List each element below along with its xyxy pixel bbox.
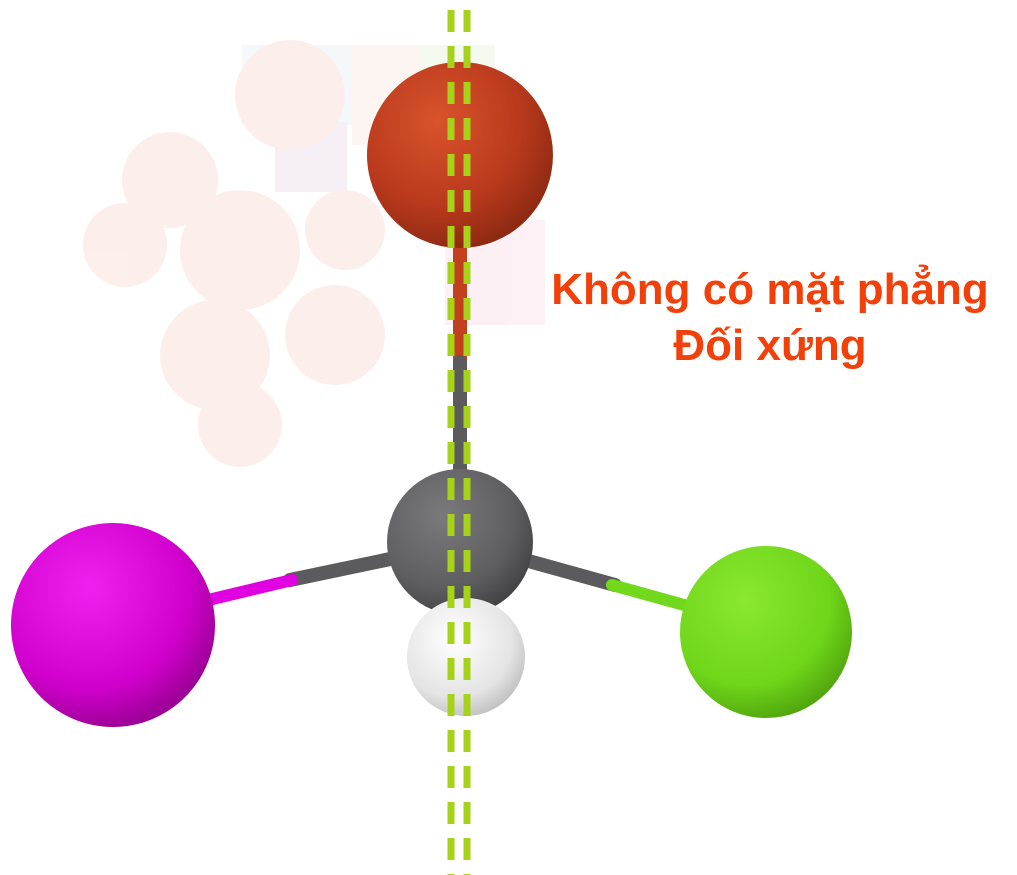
watermark-blob	[180, 190, 300, 310]
watermark-blob	[122, 132, 218, 228]
symmetry-plane	[447, 10, 471, 875]
bonds	[194, 233, 701, 614]
watermark-blob	[83, 203, 167, 287]
bond-left-magenta	[194, 574, 298, 608]
front-atom-white	[407, 598, 525, 716]
right-atom-green	[680, 546, 852, 718]
atoms	[11, 62, 852, 727]
bond-left-gray	[283, 551, 402, 587]
bond-right-gray	[518, 553, 622, 592]
watermark-blob	[235, 40, 345, 150]
caption-line-2: Đối xứng	[673, 321, 867, 370]
caption: Không có mặt phẳng Đối xứng	[520, 262, 1017, 374]
left-atom-magenta	[11, 523, 215, 727]
top-atom-red	[367, 62, 553, 248]
watermark-blob	[305, 190, 385, 270]
watermark-blob	[285, 285, 385, 385]
central-atom-gray	[387, 469, 533, 615]
watermark-blob	[160, 300, 270, 410]
bond-right-green	[606, 579, 701, 614]
watermark-blob	[198, 383, 282, 467]
caption-line-1: Không có mặt phẳng	[551, 265, 989, 314]
